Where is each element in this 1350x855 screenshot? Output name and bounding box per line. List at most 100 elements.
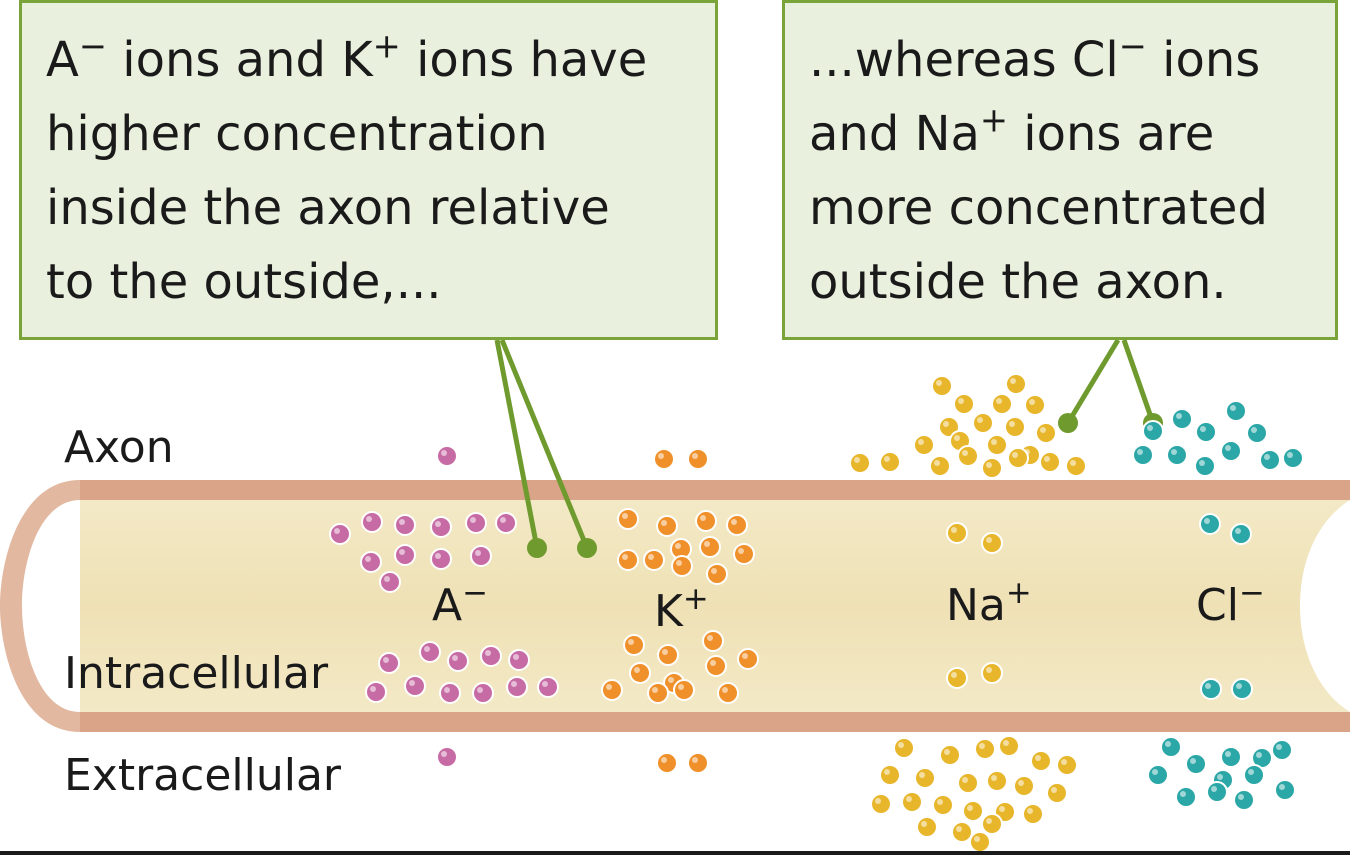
ion-na-particle-highlight <box>921 821 927 827</box>
ion-na-particle <box>981 813 1003 835</box>
pointer-endpoint <box>577 538 597 558</box>
axon-membrane-top <box>80 480 1350 500</box>
ion-cl-particle-highlight <box>1211 786 1217 792</box>
ion-cl-particle-highlight <box>1238 794 1244 800</box>
ion-cl-symbol: Cl <box>1196 580 1239 631</box>
ion-na-particle <box>991 393 1013 415</box>
ion-cl-particle <box>1233 789 1255 811</box>
ion-a-particle <box>378 652 400 674</box>
ion-cl-particle-highlight <box>1200 426 1206 432</box>
callout-text: ions and K <box>106 32 373 88</box>
ion-a-particle-highlight <box>470 517 476 523</box>
ion-cl-particle-highlight <box>1171 449 1177 455</box>
ion-na-particle-highlight <box>854 457 860 463</box>
ion-na-particle <box>870 793 892 815</box>
ion-cl-particle <box>1147 764 1169 786</box>
ion-a-symbol: A <box>432 580 463 631</box>
ion-na-particle <box>916 816 938 838</box>
ion-k-particle <box>656 752 678 774</box>
ion-na-particle-highlight <box>1010 378 1016 384</box>
ion-a-particle <box>439 682 461 704</box>
ion-a-particle-highlight <box>441 751 447 757</box>
ion-cl-particle-highlight <box>1251 427 1257 433</box>
ion-a-particle-highlight <box>500 517 506 523</box>
ion-cl-particle <box>1142 420 1164 442</box>
ion-na-particle-highlight <box>996 398 1002 404</box>
ion-na-particle-highlight <box>951 527 957 533</box>
ion-k-particle <box>643 549 665 571</box>
ion-a-particle-highlight <box>399 519 405 525</box>
ion-a-particle-highlight <box>409 680 415 686</box>
ion-label-na: Na+ <box>946 578 1032 628</box>
pointer-line <box>1121 339 1156 424</box>
ion-na-particle <box>957 772 979 794</box>
ion-cl-particle-highlight <box>1137 449 1143 455</box>
ion-a-particle <box>506 676 528 698</box>
ion-cl-particle <box>1194 455 1216 477</box>
ion-na-particle-highlight <box>979 743 985 749</box>
ion-na-particle-highlight <box>956 826 962 832</box>
ion-na-particle <box>981 662 1003 684</box>
ion-k-particle-highlight <box>707 635 713 641</box>
ion-a-particle-highlight <box>383 657 389 663</box>
callout-text: ...whereas Cl <box>809 32 1119 88</box>
ion-cl-particle-highlight <box>1287 452 1293 458</box>
ion-cl-particle-highlight <box>1256 752 1262 758</box>
ion-k-particle <box>617 549 639 571</box>
ion-cl-particle-highlight <box>1225 445 1231 451</box>
ion-label-cl: Cl− <box>1196 578 1265 628</box>
intracellular-label: Intracellular <box>64 648 329 699</box>
ion-na-particle-highlight <box>986 667 992 673</box>
ion-k-particle <box>656 515 678 537</box>
ion-cl-particle <box>1160 736 1182 758</box>
ion-na-particle <box>962 800 984 822</box>
ion-a-particle-highlight <box>513 654 519 660</box>
ion-na-particle-highlight <box>1035 755 1041 761</box>
ion-cl-particle <box>1243 764 1265 786</box>
ion-na-particle-highlight <box>884 769 890 775</box>
ion-na-particle <box>969 831 991 853</box>
ion-na-particle-highlight <box>1029 399 1035 405</box>
charge-superscript: + <box>979 100 1009 140</box>
ion-na-particle <box>1030 750 1052 772</box>
ion-na-particle-highlight <box>1009 421 1015 427</box>
ion-k-particle <box>699 536 721 558</box>
ion-k-particle-highlight <box>652 687 658 693</box>
ion-na-particle-highlight <box>962 777 968 783</box>
ion-a-particle-highlight <box>334 528 340 534</box>
ion-k-particle-highlight <box>675 543 681 549</box>
ion-cl-particle <box>1225 400 1247 422</box>
ion-na-particle-highlight <box>898 742 904 748</box>
ion-a-charge: − <box>462 575 488 612</box>
ion-na-particle-highlight <box>884 456 890 462</box>
ion-cl-particle <box>1231 678 1253 700</box>
ion-na-particle <box>974 738 996 760</box>
ion-a-particle-highlight <box>435 553 441 559</box>
callout-left-line: higher concentration <box>46 106 548 162</box>
ion-k-particle <box>673 679 695 701</box>
ion-cl-particle-highlight <box>1230 405 1236 411</box>
ion-na-particle <box>953 393 975 415</box>
callout-right-line: ...whereas Cl− ions <box>809 23 1335 97</box>
ion-na-particle-highlight <box>875 798 881 804</box>
ion-k-particle-highlight <box>700 515 706 521</box>
ion-k-particle-highlight <box>738 548 744 554</box>
ion-na-particle <box>957 445 979 467</box>
ion-a-particle <box>379 571 401 593</box>
ion-cl-charge: − <box>1238 575 1265 612</box>
ion-cl-particle-highlight <box>1264 454 1270 460</box>
ion-a-particle <box>430 548 452 570</box>
ion-na-particle-highlight <box>1044 456 1050 462</box>
ion-cl-particle <box>1282 447 1304 469</box>
ion-na-charge: + <box>1005 575 1032 612</box>
ion-a-particle <box>361 511 383 533</box>
ion-na-symbol: Na <box>946 580 1006 631</box>
ion-na-particle-highlight <box>977 417 983 423</box>
ion-k-particle-highlight <box>661 520 667 526</box>
ion-a-particle-highlight <box>399 549 405 555</box>
ion-k-particle-highlight <box>622 513 628 519</box>
ion-a-particle <box>480 645 502 667</box>
ion-a-particle-highlight <box>452 655 458 661</box>
ion-cl-particle-highlight <box>1199 460 1205 466</box>
ion-na-particle <box>1039 451 1061 473</box>
